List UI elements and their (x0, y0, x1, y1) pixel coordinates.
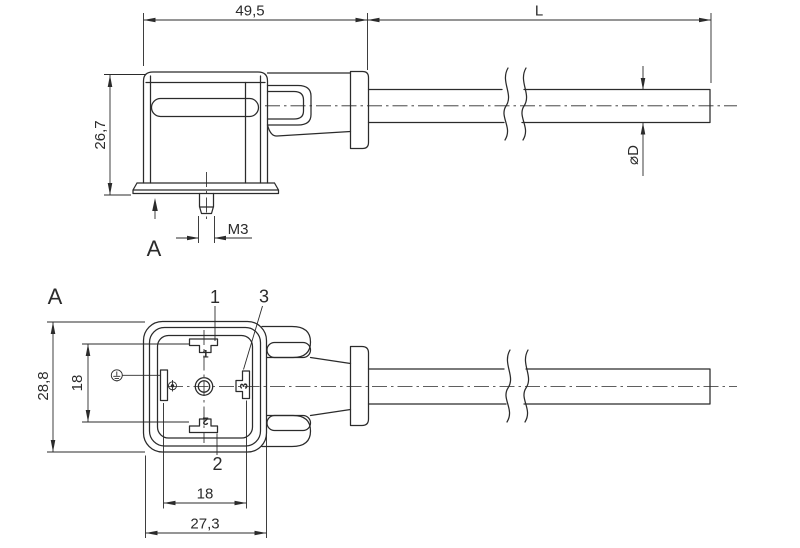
front-view: A (35, 284, 737, 538)
break-line-2 (523, 349, 530, 423)
view-arrow-label: A (147, 236, 162, 261)
ground-contact-slot (159, 369, 169, 402)
dim-text-spacing-h: 18 (197, 486, 214, 503)
clip-top-slot (266, 341, 312, 359)
arrowhead-left (367, 17, 380, 23)
cable-collar (349, 70, 370, 150)
extension-lines (82, 343, 189, 423)
body-middle (148, 326, 262, 447)
pin2-face-marking: 2 (202, 415, 208, 427)
center-screw-inner (197, 380, 211, 393)
arrowhead-bottom (640, 122, 646, 135)
body-panel-lines (149, 75, 262, 184)
dimension-thread-m3: M3 (176, 216, 252, 243)
extension-lines (163, 400, 247, 509)
pin1-face-marking: 1 (202, 349, 208, 361)
earth-symbol (110, 369, 161, 382)
arrowhead-top (107, 75, 113, 87)
mounting-flange (132, 182, 280, 195)
latch-tab-outer (266, 84, 312, 126)
dimension-pin-spacing-horizontal: 18 (163, 400, 247, 509)
cable-edges (367, 88, 711, 124)
arrowhead-top (85, 344, 91, 356)
dimension-width-49-5: 49,5 (143, 3, 712, 83)
dim-text-width: 27,3 (190, 516, 219, 533)
arrowhead-right (355, 17, 368, 23)
dim-text-spacing-v: 18 (69, 375, 86, 392)
connector-body-side (132, 70, 370, 220)
front-view-label: A (48, 284, 63, 309)
pin2-contact-slot (188, 418, 219, 434)
center-screw-outer (194, 377, 214, 396)
arrowhead-up (152, 198, 158, 211)
body-outer (142, 320, 268, 453)
dim-text-diameter: ⌀D (625, 145, 642, 165)
arrowhead-right (234, 500, 247, 506)
pin3-label: 3 (259, 287, 269, 307)
dim-text-thread: M3 (228, 221, 249, 238)
body-slot-oval (150, 97, 260, 118)
dimension-width-27-3: 27,3 (145, 434, 267, 538)
arrowhead-left (187, 235, 199, 241)
strain-relief-cone (309, 356, 352, 417)
break-line-1 (505, 349, 512, 423)
dimension-cable-length-L: L (367, 3, 711, 23)
break-line-2 (521, 67, 528, 141)
side-view: 49,5 L 26,7 (92, 3, 737, 261)
dim-text-width: 49,5 (235, 3, 264, 20)
view-direction-arrow: A (147, 198, 162, 261)
extension-lines (145, 434, 267, 538)
dim-text-height: 28,8 (35, 371, 52, 400)
cable-collar-front (349, 345, 370, 427)
arrowhead-bottom (50, 440, 56, 452)
arrowhead-top (640, 78, 646, 90)
body-outline (142, 71, 269, 184)
dimension-height-26-7: 26,7 (92, 74, 146, 196)
arrowhead-left (143, 17, 156, 23)
pin3-leader (243, 305, 263, 370)
cable-side (265, 67, 737, 141)
cable-front (168, 330, 737, 443)
extension-lines (143, 13, 712, 83)
arrowhead-right (254, 530, 267, 536)
dim-text-length: L (535, 3, 543, 20)
pin3-face-marking: 3 (239, 383, 251, 389)
arrowhead-bottom (85, 410, 91, 422)
clip-bottom-outer (261, 414, 312, 448)
dim-text-height: 26,7 (92, 120, 109, 149)
dimension-pin-spacing-vertical: 18 (69, 343, 189, 423)
clip-top-outer (261, 325, 312, 359)
clip-bottom-slot (266, 414, 312, 432)
extension-lines (47, 321, 145, 453)
arrowhead-bottom (107, 183, 113, 195)
pin-leaders: 1 3 2 (210, 287, 269, 475)
arrowhead-top (50, 322, 56, 334)
contact-face: 1 2 3 (110, 338, 251, 434)
arrowhead-right (214, 235, 226, 241)
earth-symbol-glyph (113, 371, 121, 382)
break-line-1 (503, 67, 510, 141)
strain-relief-bottom-edge (266, 124, 352, 137)
extension-lines (198, 216, 215, 243)
arrowhead-right (699, 17, 711, 23)
pin1-contact-slot (188, 338, 219, 354)
cable-edges (367, 368, 711, 405)
arrowhead-left (163, 500, 176, 506)
arrowhead-left (145, 530, 158, 536)
dimension-cable-diameter: ⌀D (625, 66, 646, 176)
pin2-label: 2 (212, 454, 222, 474)
extension-lines (104, 74, 146, 196)
pin3-contact-slot (235, 370, 251, 400)
latch-tab-inner (266, 90, 305, 120)
dimension-height-28-8: 28,8 (35, 321, 145, 453)
pin1-label: 1 (210, 287, 220, 307)
